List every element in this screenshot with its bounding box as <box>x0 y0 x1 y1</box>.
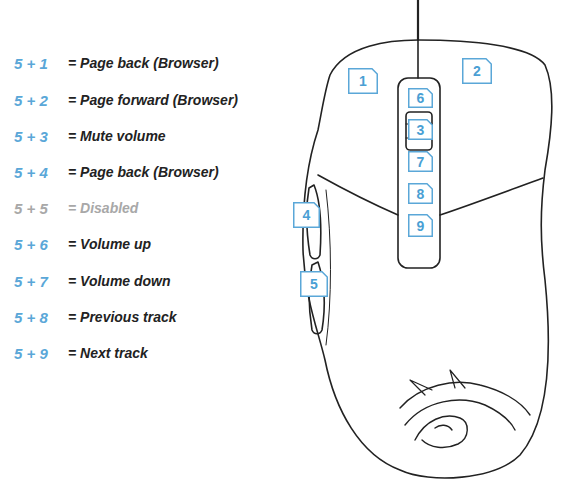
combo-function: = Page forward (Browser) <box>68 93 238 107</box>
callout-box: 8 <box>408 183 433 204</box>
callout-number: 6 <box>408 91 433 105</box>
callout-box: 3 <box>408 119 433 140</box>
combo-function: = Volume up <box>68 237 151 251</box>
combo-function: = Disabled <box>68 201 138 215</box>
button-combo: 5 + 1 <box>14 56 48 71</box>
button-combo: 5 + 2 <box>14 93 48 108</box>
callout-box: 7 <box>408 151 433 172</box>
callout-number: 5 <box>300 277 328 291</box>
combo-function: = Mute volume <box>68 129 166 143</box>
button-combo: 5 + 7 <box>14 274 48 289</box>
combo-function: = Volume down <box>68 274 171 288</box>
callout-box: 9 <box>408 214 433 237</box>
button-combo: 5 + 6 <box>14 237 48 252</box>
callout-box: 5 <box>300 271 328 297</box>
callout-number: 4 <box>293 208 320 222</box>
combo-function: = Page back (Browser) <box>68 165 219 179</box>
callout-box: 1 <box>348 68 378 94</box>
callout-number: 7 <box>408 155 433 169</box>
callout-number: 1 <box>348 74 378 88</box>
callout-box: 4 <box>293 202 320 228</box>
button-combo: 5 + 5 <box>14 201 48 216</box>
button-combo: 5 + 9 <box>14 346 48 361</box>
button-combo: 5 + 8 <box>14 310 48 325</box>
callout-box: 2 <box>462 58 492 84</box>
button-combo: 5 + 3 <box>14 129 48 144</box>
combo-function: = Page back (Browser) <box>68 56 219 70</box>
callout-number: 8 <box>408 187 433 201</box>
combo-function: = Next track <box>68 346 148 360</box>
callout-number: 2 <box>462 64 492 78</box>
callout-number: 3 <box>408 123 433 137</box>
button-combo: 5 + 4 <box>14 165 48 180</box>
callout-number: 9 <box>408 219 433 233</box>
callout-box: 6 <box>408 88 433 108</box>
combo-function: = Previous track <box>68 310 177 324</box>
